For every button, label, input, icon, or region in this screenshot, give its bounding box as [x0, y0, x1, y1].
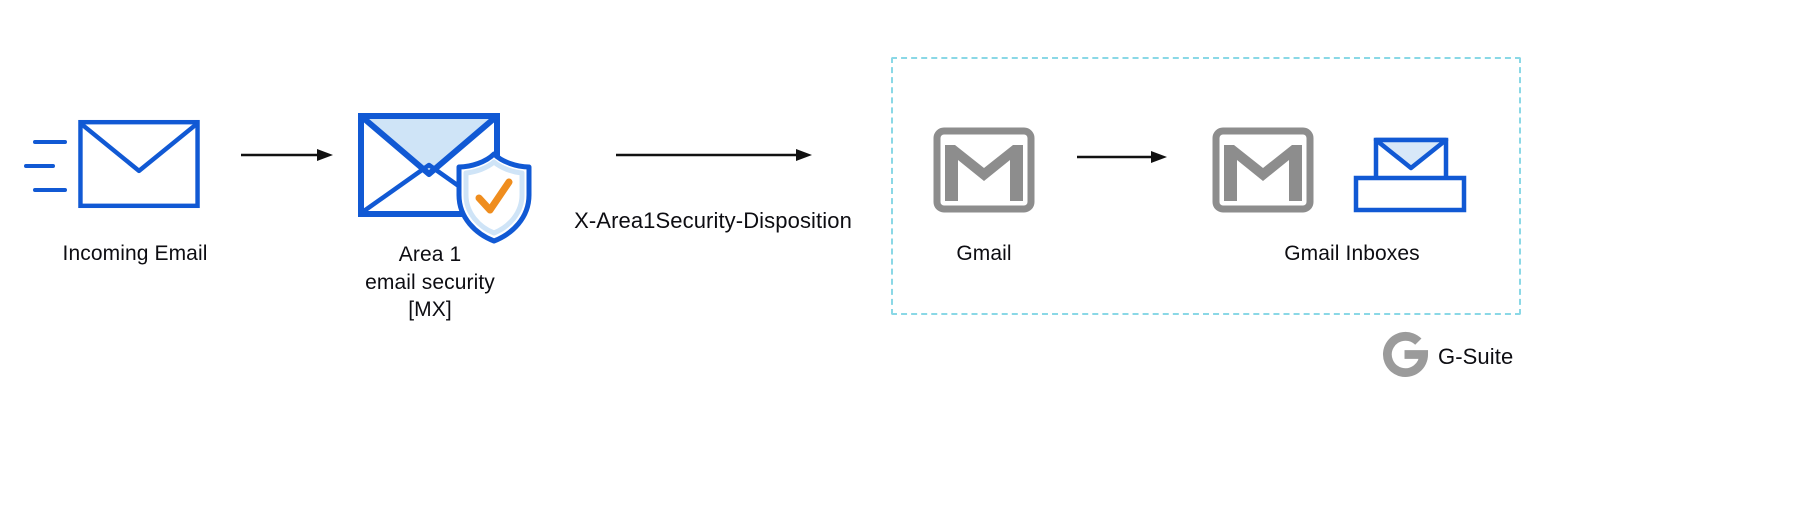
g-logo-icon: [1383, 331, 1429, 377]
right-arrow-icon: [616, 149, 812, 161]
speed-lines-icon: [24, 140, 70, 196]
area1-label: Area 1 email security [MX]: [330, 241, 530, 324]
right-arrow-icon: [241, 149, 333, 161]
area1-label-line-3: [MX]: [408, 298, 452, 321]
incoming-email-label: Incoming Email: [62, 242, 208, 265]
gsuite-brand-label: G-Suite: [1438, 344, 1514, 369]
gmail-inboxes-label: Gmail Inboxes: [1284, 242, 1420, 265]
incoming-envelope-icon: [78, 119, 200, 209]
gmail-icon: [933, 127, 1035, 213]
area1-label-line-1: Area 1: [398, 243, 462, 266]
shield-check-icon: [456, 151, 532, 244]
speed-line: [24, 164, 55, 168]
area1-label-line-2: email security: [365, 270, 495, 294]
speed-line: [33, 140, 67, 144]
gsuite-boundary-box: [891, 57, 1521, 315]
inbox-envelope-icon: [1353, 137, 1467, 213]
right-arrow-icon: [1077, 151, 1167, 163]
gmail-icon: [1212, 127, 1314, 213]
speed-line: [33, 188, 67, 192]
gmail-label: Gmail: [956, 242, 1012, 265]
disposition-header-label: X-Area1Security-Disposition: [574, 208, 852, 233]
